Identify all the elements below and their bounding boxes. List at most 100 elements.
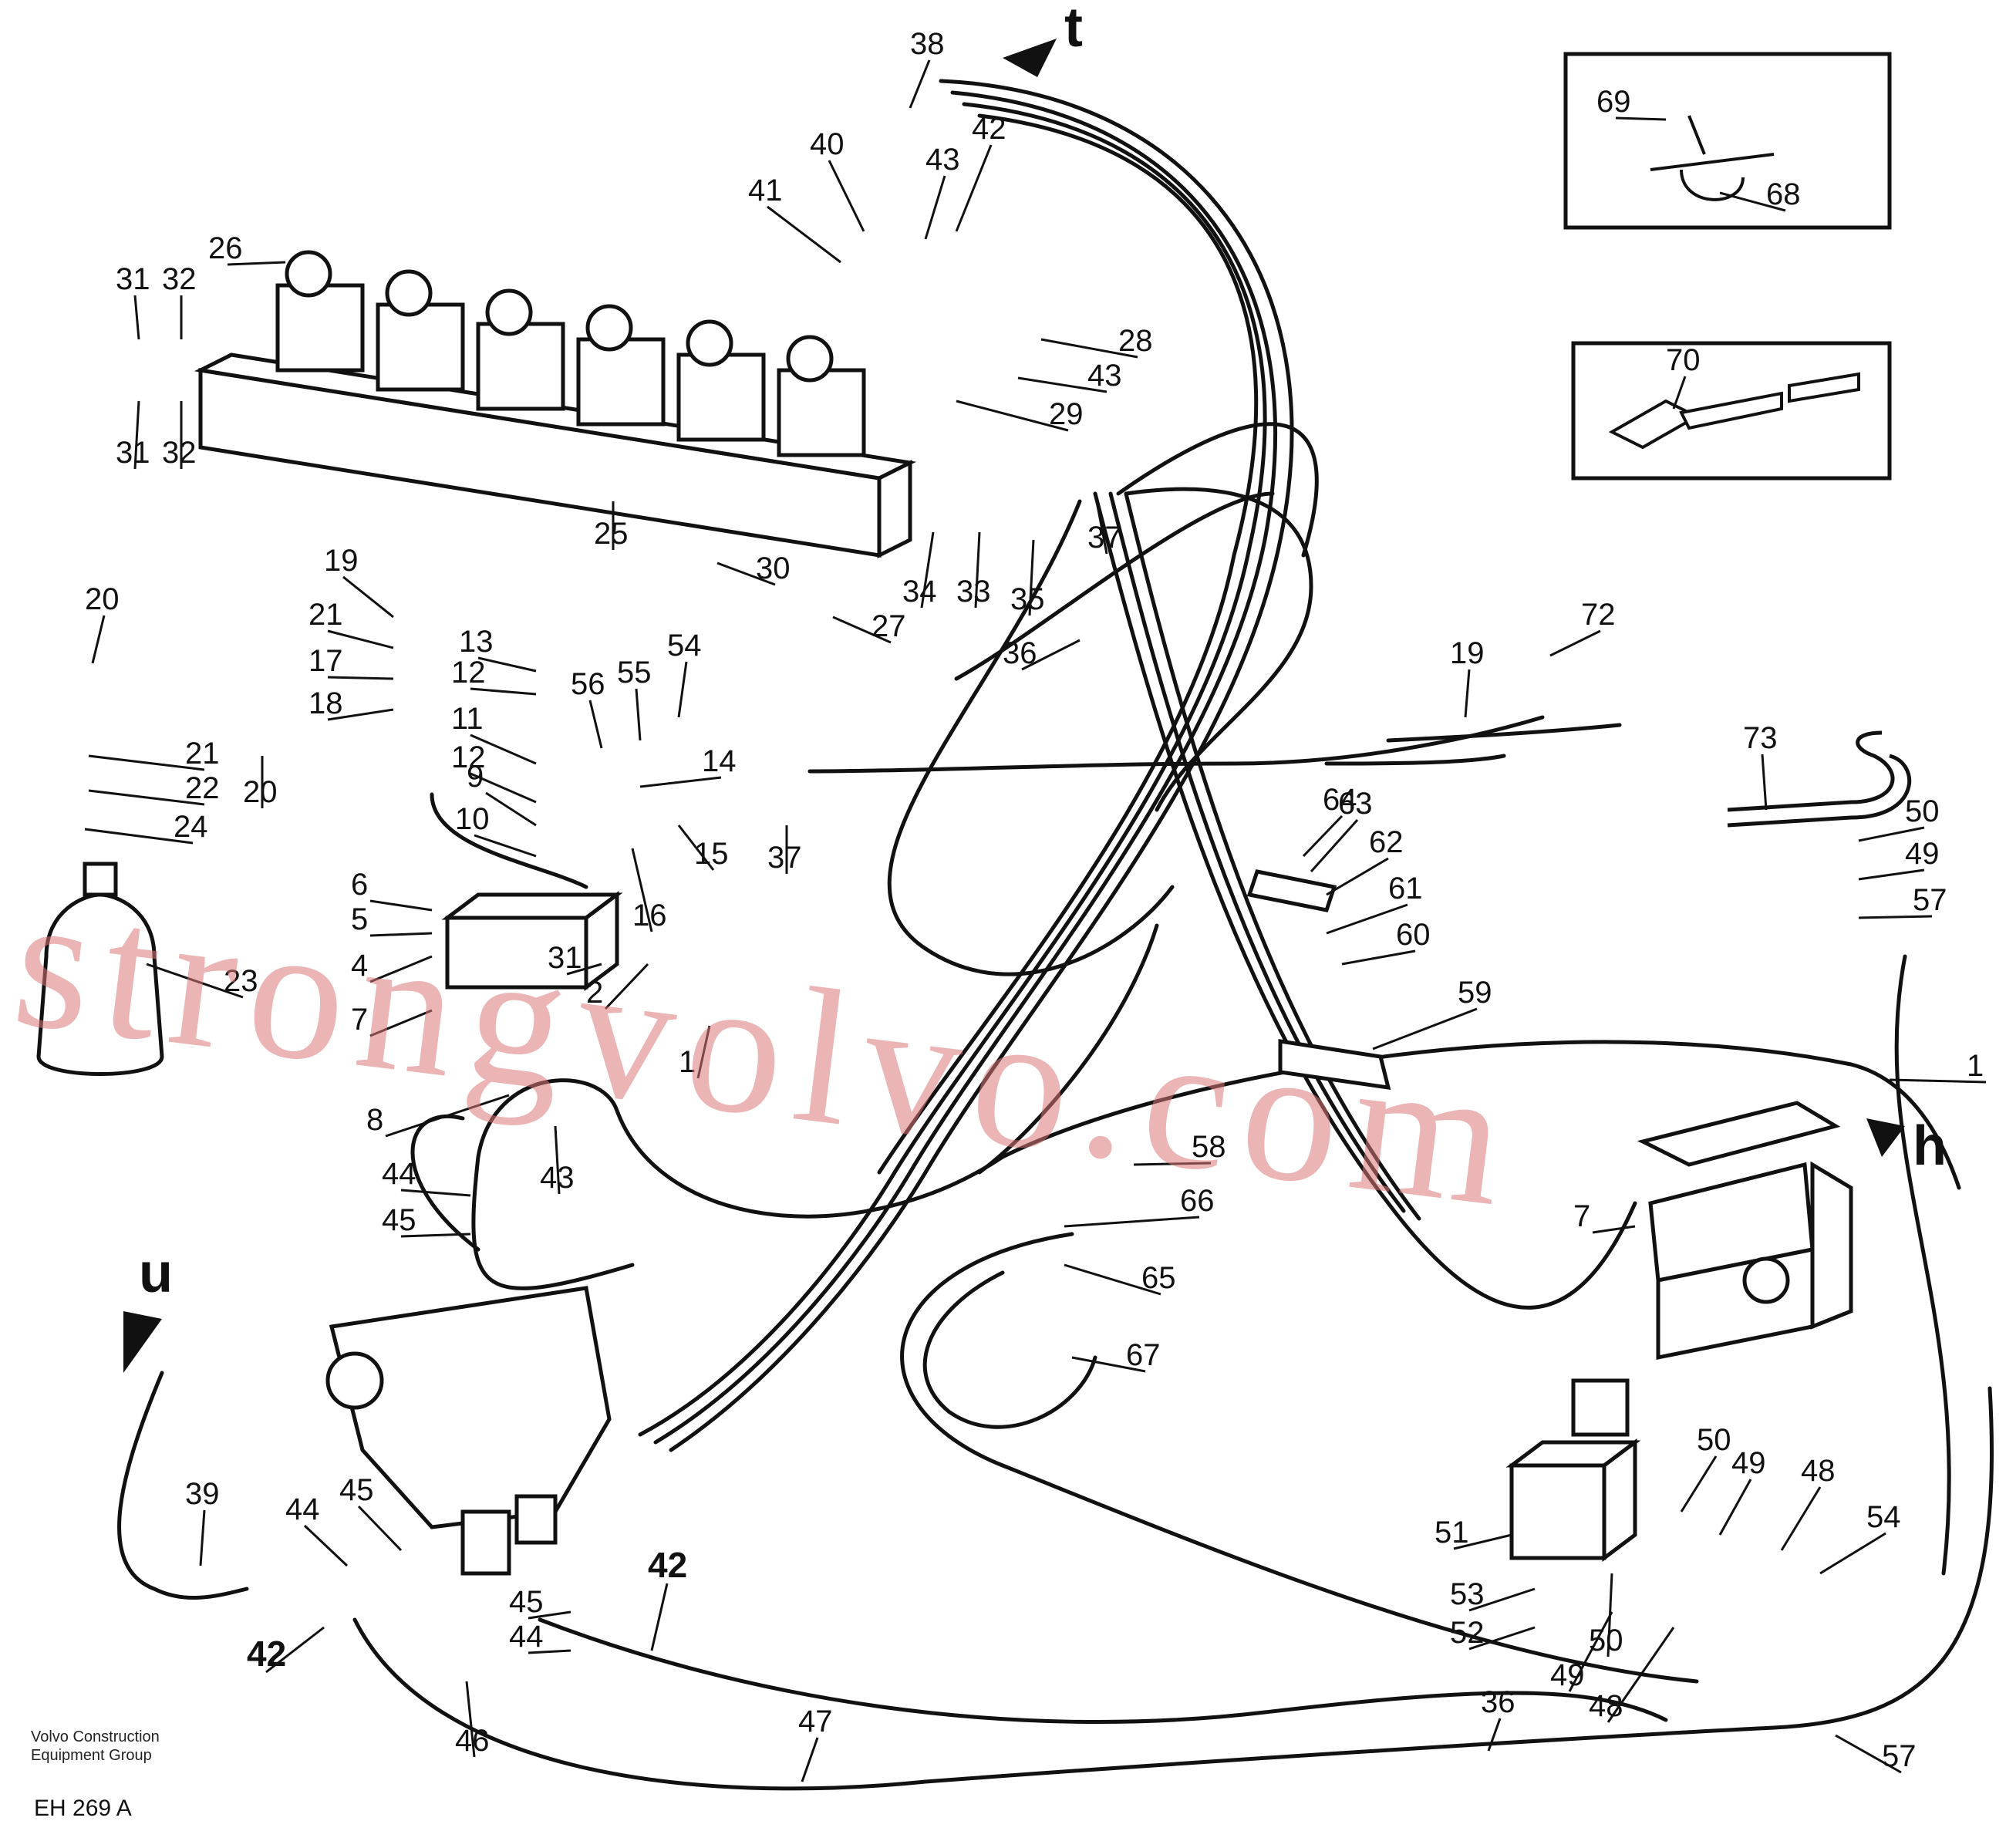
callout-27: 27 [872,609,906,643]
callout-44: 44 [285,1492,320,1526]
leader-18 [327,708,394,721]
leader-54 [1819,1532,1886,1575]
leader-45 [400,1233,471,1238]
leader-65 [1064,1263,1161,1296]
leader-39 [199,1509,206,1566]
callout-46: 46 [455,1724,490,1758]
leader-6 [369,899,433,912]
ref-arrow-u [123,1311,162,1373]
callout-45: 45 [382,1203,416,1237]
leader-50 [1858,826,1925,842]
manufacturer-line-1: Volvo Construction [31,1728,160,1745]
clamp-detail-icon [1650,115,1775,201]
leader-7 [369,1009,433,1037]
manufacturer-line-2: Equipment Group [31,1747,152,1764]
callout-19: 19 [324,544,359,578]
callout-61: 61 [1388,872,1423,905]
callout-63: 63 [1338,787,1373,821]
leader-46 [465,1681,476,1758]
leader-8 [385,1094,510,1138]
leader-14 [639,776,722,788]
leader-23 [146,963,244,999]
callout-23: 23 [224,964,258,998]
leader-19 [342,575,394,619]
leader-11 [470,733,537,765]
callout-42: 42 [648,1545,687,1585]
callout-39: 39 [185,1477,220,1511]
leader-43 [924,175,946,240]
callout-60: 60 [1396,918,1431,952]
callout-10: 10 [455,802,490,836]
leader-10 [474,834,537,858]
leader-lines [84,59,1987,1782]
callout-44: 44 [509,1620,544,1654]
callout-19: 19 [1450,636,1485,670]
callout-54: 54 [1866,1500,1901,1534]
callout-49: 49 [1550,1658,1585,1692]
leader-44 [303,1524,349,1567]
callout-7: 7 [1573,1199,1590,1233]
callout-50: 50 [1905,794,1940,828]
ref-h: h [1913,1115,1947,1177]
solenoid-valve [1505,1378,1641,1562]
callout-12: 12 [451,740,486,774]
callout-48: 48 [1589,1689,1623,1723]
leader-36 [1487,1718,1502,1752]
callout-72: 72 [1581,598,1616,632]
callout-35: 35 [1010,582,1045,616]
callout-14: 14 [702,744,737,778]
leader-48 [1606,1627,1675,1723]
callout-34: 34 [902,575,937,609]
leader-9 [485,791,537,827]
callout-12: 12 [451,656,486,690]
callout-66: 66 [1180,1184,1215,1218]
callout-52: 52 [1450,1616,1485,1650]
callout-5: 5 [351,902,368,936]
callout-47: 47 [798,1705,833,1738]
callout-53: 53 [1450,1577,1485,1611]
callout-31: 31 [116,262,150,296]
leader-21 [327,629,394,649]
leader-31 [566,963,602,976]
callout-17: 17 [308,644,343,678]
leader-61 [1326,903,1408,935]
callout-45: 45 [509,1585,544,1619]
callout-36: 36 [1003,636,1037,670]
callout-55: 55 [617,656,652,690]
leader-17 [327,676,394,680]
leader-42 [265,1626,325,1674]
leader-24 [84,828,194,845]
callout-42: 42 [247,1634,286,1674]
callout-40: 40 [810,127,845,161]
leader-30 [716,561,776,586]
accumulator [36,862,164,1076]
callout-45: 45 [339,1473,374,1507]
leader-57 [1858,915,1933,919]
leader-16 [631,848,653,932]
ref-arrow-h [1866,1118,1905,1157]
callout-70: 70 [1666,343,1701,377]
callout-7: 7 [351,1003,368,1037]
callout-29: 29 [1049,397,1084,431]
leader-70 [1672,376,1687,410]
leader-73 [1761,754,1768,811]
leader-42 [650,1583,669,1651]
leader-5 [369,932,433,937]
main-valve-assembly [325,1286,612,1576]
callout-33: 33 [956,575,991,609]
inset-frames [1563,52,1892,481]
leader-56 [588,700,603,749]
leader-64 [1302,814,1344,858]
leader-26 [227,261,286,266]
leader-13 [477,656,537,673]
leader-45 [528,1610,571,1620]
leader-51 [1453,1533,1512,1550]
callout-69: 69 [1596,85,1631,119]
leader-22 [88,789,205,806]
callout-1: 1 [679,1045,696,1079]
callout-56: 56 [571,667,605,701]
callout-20: 20 [85,582,120,616]
callout-57: 57 [1913,883,1947,917]
callout-11: 11 [451,702,484,736]
